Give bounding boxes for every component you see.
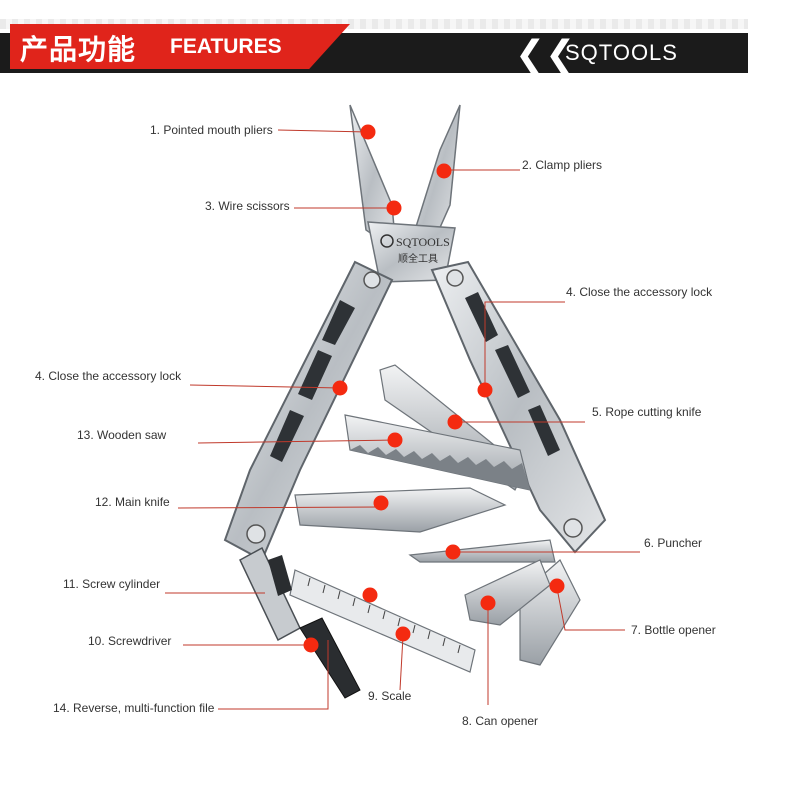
- label-accessory-lock-right: 4. Close the accessory lock: [566, 285, 713, 299]
- dot-clamp-pliers: [436, 163, 452, 179]
- puncher: [408, 539, 556, 563]
- label-wooden-saw: 13. Wooden saw: [77, 428, 167, 442]
- dot-accessory-lock-left: [332, 380, 348, 396]
- header-stripe: [0, 19, 748, 29]
- dot-screwdriver: [303, 637, 319, 653]
- dot-rope-cutting-knife: [447, 414, 463, 430]
- multi-function-file: [268, 555, 292, 596]
- leader-lines: [165, 129, 640, 710]
- dot-main-knife: [373, 495, 389, 511]
- label-main-knife: 12. Main knife: [95, 495, 170, 509]
- dot-scale: [395, 626, 411, 642]
- label-screwdriver: 10. Screwdriver: [88, 634, 172, 648]
- pivot-logo-cn: 顺全工具: [398, 252, 438, 265]
- label-multi-function-file: 14. Reverse, multi-function file: [53, 701, 215, 715]
- pivot-logo-mark: [380, 234, 394, 248]
- scale-ruler: [289, 569, 476, 673]
- header-title-en: FEATURES: [170, 35, 282, 58]
- label-puncher: 6. Puncher: [644, 536, 703, 550]
- dot-pointed-mouth-pliers: [360, 124, 376, 140]
- pivot-logo-text: SQTOOLS: [396, 235, 450, 249]
- screwdriver-bit: [299, 617, 361, 699]
- dot-wire-scissors: [386, 200, 402, 216]
- callout-dots: [303, 124, 565, 653]
- label-screw-cylinder: 11. Screw cylinder: [63, 577, 161, 591]
- label-clamp-pliers: 2. Clamp pliers: [522, 158, 603, 172]
- label-pointed-mouth-pliers: 1. Pointed mouth pliers: [150, 123, 273, 137]
- dot-puncher: [445, 544, 461, 560]
- header-brand: SQTOOLS: [565, 40, 678, 65]
- label-bottle-opener: 7. Bottle opener: [631, 623, 716, 637]
- label-can-opener: 8. Can opener: [462, 714, 539, 728]
- label-accessory-lock-left: 4. Close the accessory lock: [35, 369, 182, 383]
- dot-bottle-opener: [549, 578, 565, 594]
- label-rope-cutting-knife: 5. Rope cutting knife: [592, 405, 702, 419]
- header-title-cn: 产品功能: [20, 33, 137, 66]
- chevron-left-icon: ❮❮: [515, 34, 576, 75]
- dot-wooden-saw: [387, 432, 403, 448]
- dot-accessory-lock-right: [477, 382, 493, 398]
- dot-can-opener: [480, 595, 496, 611]
- main-knife: [294, 487, 507, 533]
- label-wire-scissors: 3. Wire scissors: [205, 199, 290, 213]
- header-red-tab: [10, 24, 350, 69]
- dot-scale-upper: [362, 587, 378, 603]
- label-scale: 9. Scale: [368, 689, 412, 703]
